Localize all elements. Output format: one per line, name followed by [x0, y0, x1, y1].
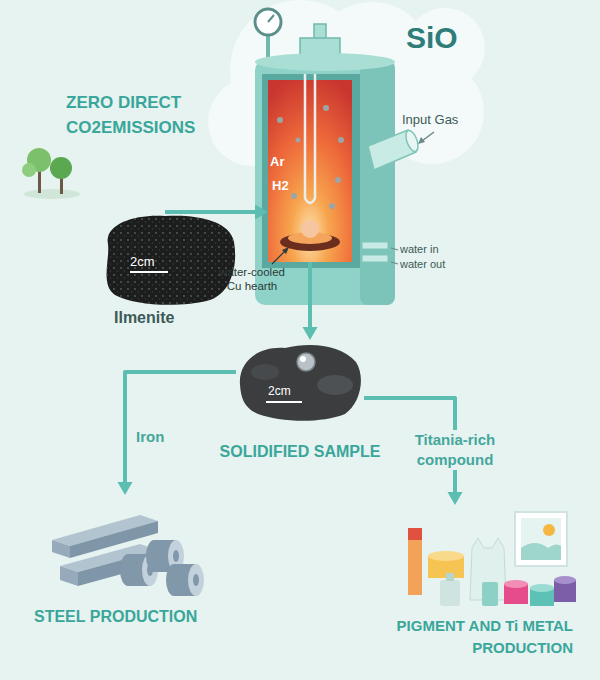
- paint-can-lid: [530, 584, 554, 592]
- flow-line: [125, 372, 236, 484]
- node-text: PIGMENT AND Ti METAL PRODUCTION: [395, 615, 573, 659]
- annotation-label: SiO: [406, 20, 458, 56]
- node-heading: Ilmenite: [114, 308, 174, 327]
- gas-bubble: [291, 193, 297, 199]
- ilmenite-grains: [107, 216, 236, 305]
- beam-end: [60, 566, 78, 586]
- bead-highlight: [300, 356, 306, 362]
- ilmenite-powder: [107, 216, 236, 305]
- annotation-label: water in: [400, 243, 439, 256]
- electrode: [305, 74, 315, 203]
- picture-sky: [521, 518, 561, 560]
- pigment-node: PIGMENT AND Ti METAL PRODUCTION: [395, 505, 577, 665]
- rock-patch: [317, 375, 353, 395]
- sample-photo: [240, 345, 361, 421]
- edge-label: Iron: [136, 428, 164, 446]
- scale-bar: [266, 401, 302, 403]
- pigment-products: [408, 512, 576, 606]
- tree-crown: [50, 157, 72, 179]
- flow-arrow: [118, 372, 237, 495]
- hearth-pointer: [272, 250, 286, 264]
- gas-bubble: [335, 177, 341, 183]
- ground: [24, 189, 80, 199]
- node-text: STEEL PRODUCTION: [34, 607, 197, 626]
- bottle: [440, 580, 460, 606]
- gauge-needle: [268, 15, 274, 22]
- scale-bar: [130, 271, 168, 273]
- tube-cap: [408, 528, 422, 540]
- node-heading: SOLIDIFIED SAMPLE: [202, 442, 398, 461]
- paint-tube: [408, 540, 422, 595]
- gas-bubble: [323, 105, 329, 111]
- gas-bubble: [296, 138, 301, 143]
- beam-side: [78, 550, 158, 586]
- iron-bead: [297, 353, 315, 371]
- steel-roll: [173, 550, 179, 562]
- gas-bubble: [277, 117, 283, 123]
- arrowhead: [255, 205, 268, 220]
- annotation-label: Input Gas: [402, 112, 458, 128]
- flow-arrow: [303, 262, 318, 340]
- gas-bubble: [338, 137, 344, 143]
- water-arrow: [391, 248, 398, 250]
- steel-roll: [188, 564, 204, 596]
- flow-line: [308, 262, 312, 329]
- flow-line: [165, 210, 257, 214]
- input-arrowhead: [418, 137, 425, 144]
- furnace-side: [360, 60, 395, 305]
- molten-sample: [301, 220, 319, 238]
- flow-arrow: [165, 205, 268, 220]
- ilmenite-node: 2cmIlmenite: [100, 212, 238, 332]
- water-pipe: [362, 255, 388, 262]
- hearth-pointer-head: [282, 247, 289, 254]
- steel-node: STEEL PRODUCTION: [30, 495, 215, 630]
- furnace-chamber-node: ArH2: [268, 80, 352, 262]
- steel-roll: [193, 574, 199, 586]
- edge-label: Titania-rich compound: [395, 430, 515, 470]
- furnace-chamber: [268, 80, 352, 262]
- furnace-lid: [255, 53, 395, 71]
- annotation-label: water-cooled Cu hearth: [214, 265, 290, 293]
- paint-can-lid: [554, 576, 576, 584]
- sample-node: 2cmSOLIDIFIED SAMPLE: [236, 340, 364, 465]
- ilmenite-photo: [107, 216, 236, 305]
- gas-bubble: [329, 203, 335, 209]
- paint-can-lid: [428, 551, 464, 561]
- furnace-wall: [262, 74, 360, 268]
- picture-frame: [515, 512, 567, 566]
- gas-inlet-end: [404, 129, 421, 153]
- water-pipe: [362, 242, 388, 249]
- arrowhead: [303, 327, 318, 340]
- pressure-gauge: [255, 9, 281, 35]
- picture-sun: [543, 524, 555, 536]
- cloud-puff: [405, 8, 485, 88]
- node-text: Ar: [270, 154, 284, 170]
- steel-products: [52, 515, 204, 596]
- tree-crown: [22, 163, 36, 177]
- annotation-label: ZERO DIRECT CO2EMISSIONS: [66, 90, 216, 140]
- picture-hills: [521, 543, 561, 560]
- node-text: 2cm: [130, 254, 155, 270]
- rock-patch: [251, 364, 279, 380]
- node-text: 2cm: [268, 384, 291, 398]
- input-arrow: [422, 132, 434, 141]
- water-arrow: [391, 262, 398, 264]
- trees: [22, 148, 80, 199]
- arrowhead: [448, 492, 463, 505]
- node-heading: H2: [272, 178, 289, 194]
- paint-can-lid: [504, 580, 528, 588]
- annotation-label: water out: [400, 258, 445, 271]
- arrowhead: [118, 482, 133, 495]
- beam-end: [52, 540, 70, 558]
- bottle: [482, 582, 498, 606]
- solidified-rock: [240, 345, 361, 421]
- bottle-cap: [446, 573, 454, 581]
